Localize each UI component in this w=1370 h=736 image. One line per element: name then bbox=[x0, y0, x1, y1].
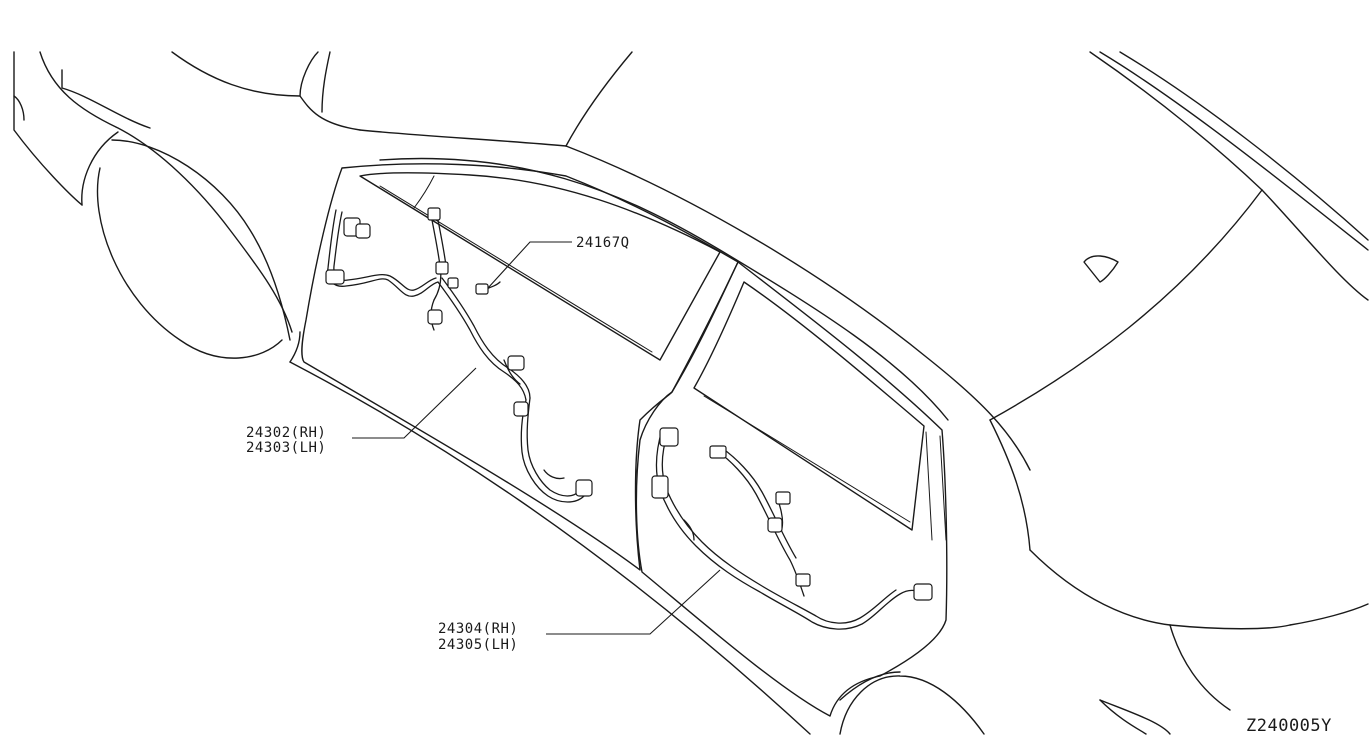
door-lock-connector-2 bbox=[355, 223, 371, 239]
rear-door bbox=[635, 261, 948, 717]
label-24167Q: 24167Q bbox=[576, 235, 630, 251]
harness-clip-3 bbox=[513, 401, 529, 417]
speaker-connector bbox=[427, 309, 443, 325]
rear-door-wiring-harness bbox=[651, 427, 933, 630]
diagram-reference-code: Z240005Y bbox=[1246, 716, 1332, 736]
mirror-connector bbox=[325, 269, 345, 285]
harness-clip bbox=[435, 261, 449, 275]
rear-door-grommet bbox=[651, 475, 669, 499]
body-connector bbox=[575, 479, 593, 497]
leader-24302 bbox=[352, 367, 477, 439]
leader-24304 bbox=[546, 569, 721, 635]
rear-harness-clip-2 bbox=[795, 573, 811, 587]
front-door-wiring-harness bbox=[325, 207, 593, 503]
label-24302-rh: 24302(RH) bbox=[246, 425, 326, 441]
door-grommet bbox=[507, 355, 525, 371]
window-switch-connector bbox=[427, 207, 441, 221]
rear-harness-clip bbox=[775, 491, 791, 505]
vehicle-body-outline bbox=[13, 51, 1369, 735]
label-24303-lh: 24303(LH) bbox=[246, 440, 326, 456]
label-24305-lh: 24305(LH) bbox=[438, 637, 518, 653]
rear-speaker-connector bbox=[767, 517, 783, 533]
courtesy-lamp-connector bbox=[475, 283, 489, 295]
label-24304-rh: 24304(RH) bbox=[438, 621, 518, 637]
leader-24167Q bbox=[487, 241, 572, 289]
harness-clip-2 bbox=[447, 277, 459, 289]
front-door bbox=[301, 163, 739, 571]
callout-labels: 24167Q 24302(RH) 24303(LH) 24304(RH) 243… bbox=[246, 235, 630, 653]
rear-window-connector bbox=[709, 445, 727, 459]
rear-door-lock-connector bbox=[659, 427, 679, 447]
rear-body-connector bbox=[913, 583, 933, 601]
callout-leaders bbox=[352, 241, 721, 635]
